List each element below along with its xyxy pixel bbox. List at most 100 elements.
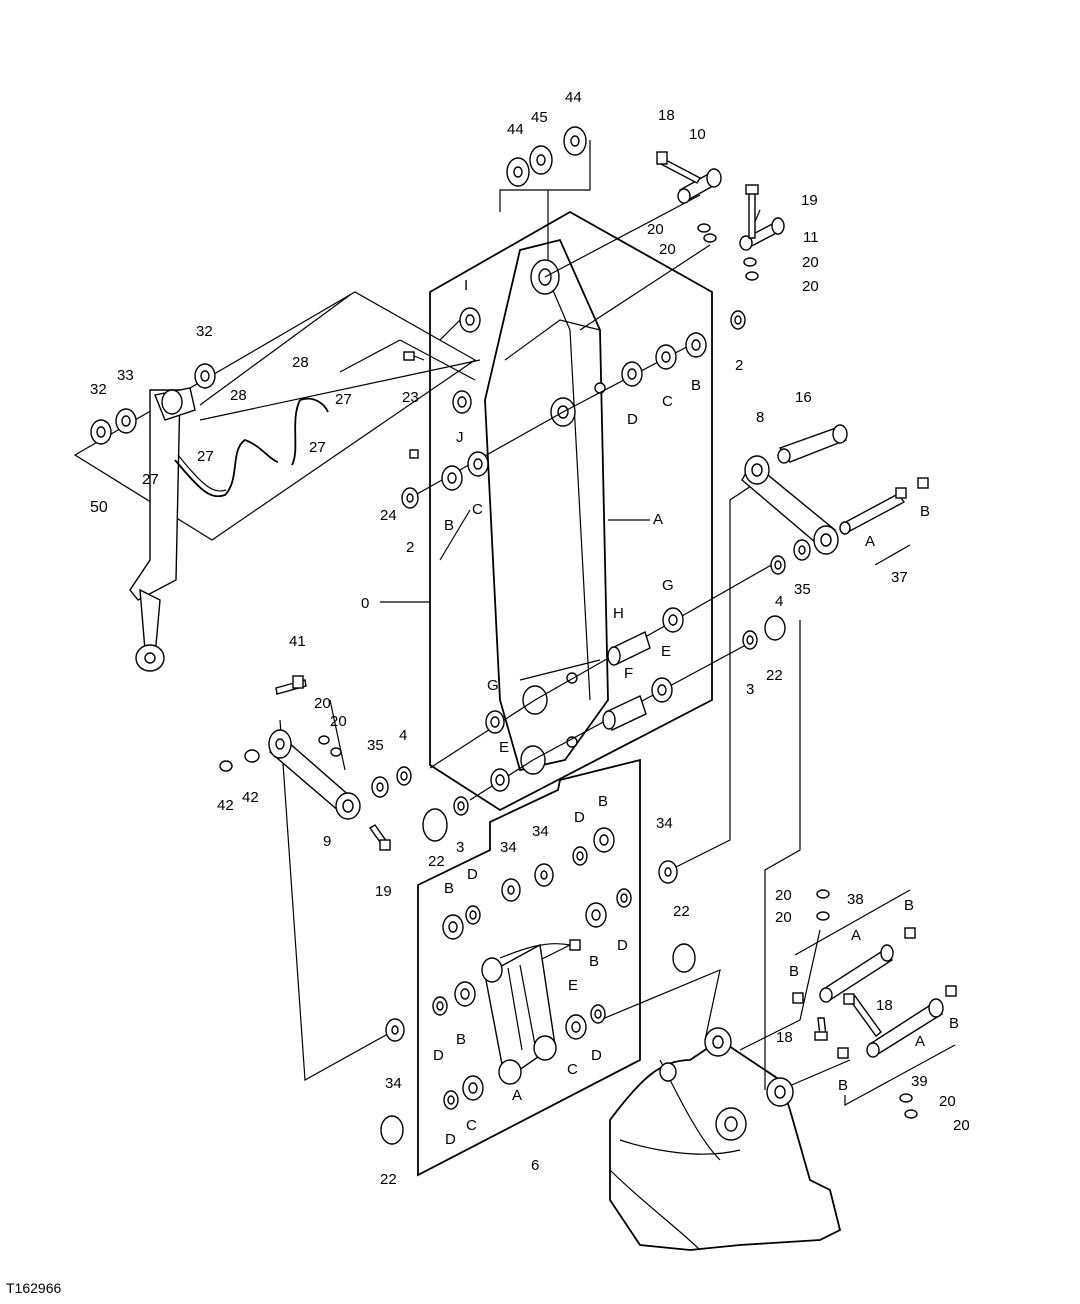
pin-39 (837, 985, 957, 1059)
figure-id: T162966 (6, 1280, 62, 1296)
link-9 (268, 729, 361, 820)
washers-35-4-lower (371, 766, 469, 842)
label-20-a: 20 (647, 221, 664, 238)
pin-38 (792, 927, 916, 1004)
label-35-lower: 35 (367, 737, 384, 754)
link-group-frame (417, 758, 641, 1177)
washers-32-33 (90, 363, 216, 445)
label-4-lower: 4 (399, 727, 407, 744)
label-B-38-left: B (789, 963, 799, 980)
label-23: 23 (402, 389, 419, 406)
label-28-b: 28 (292, 354, 309, 371)
bucket (609, 1027, 842, 1251)
label-27-b: 27 (197, 448, 214, 465)
label-0: 0 (361, 595, 369, 612)
label-B-left: B (444, 517, 454, 534)
washer-45 (529, 145, 553, 175)
label-B-37: B (920, 503, 930, 520)
bushing-J (452, 390, 472, 414)
bushing-I (459, 307, 481, 333)
label-A-arm: A (653, 511, 663, 528)
label-C-link-bottom: C (466, 1117, 477, 1134)
label-50: 50 (90, 499, 108, 516)
link-8 (741, 455, 839, 555)
fitting-24 (409, 449, 419, 459)
label-33: 33 (117, 367, 134, 384)
bushings-lower-arm (485, 539, 811, 792)
bolt-19-lower (368, 824, 391, 851)
label-3-right: 3 (746, 681, 754, 698)
label-I: I (464, 277, 468, 294)
label-32-b: 32 (90, 381, 107, 398)
label-6: 6 (531, 1157, 539, 1174)
label-C-link-right: C (567, 1061, 578, 1078)
link-6-body (481, 939, 581, 1085)
label-F: F (624, 665, 633, 682)
pin-37 (839, 477, 929, 535)
label-E-right: E (661, 643, 671, 660)
bolts-18-lower (814, 993, 882, 1041)
label-B-39-left: B (838, 1077, 848, 1094)
label-B-38-right: B (904, 897, 914, 914)
label-20-b: 20 (659, 241, 676, 258)
pin-16 (777, 424, 848, 464)
cylinder-50 (129, 387, 196, 672)
label-27-d: 27 (142, 471, 159, 488)
label-18-c: 18 (776, 1029, 793, 1046)
label-B-mid: B (589, 953, 599, 970)
label-34-b: 34 (532, 823, 549, 840)
label-B-group: B (444, 880, 454, 897)
label-20-h: 20 (775, 909, 792, 926)
nuts-20-lower (816, 889, 918, 1119)
bushings-left-middle (401, 451, 489, 509)
label-35-right: 35 (794, 581, 811, 598)
label-C-right: C (662, 393, 673, 410)
label-42-a: 42 (217, 797, 234, 814)
label-D-group: D (467, 866, 478, 883)
label-22-link: 22 (673, 903, 690, 920)
label-19-lower: 19 (375, 883, 392, 900)
hose-28-a (174, 439, 279, 498)
label-8: 8 (756, 409, 764, 426)
label-20-j: 20 (953, 1117, 970, 1134)
label-B-right: B (691, 377, 701, 394)
label-D-top: D (574, 809, 585, 826)
label-10: 10 (689, 126, 706, 143)
label-D-right: D (627, 411, 638, 428)
pin-10 (677, 168, 722, 204)
label-28-a: 28 (230, 387, 247, 404)
label-39: 39 (911, 1073, 928, 1090)
label-45: 45 (531, 109, 548, 126)
arm-frame (429, 210, 713, 812)
pin-11 (739, 217, 785, 251)
label-41: 41 (289, 633, 306, 650)
label-34-c: 34 (656, 815, 673, 832)
washer-44-b (563, 126, 587, 156)
washer-44-a (506, 157, 530, 187)
label-44-a: 44 (507, 121, 524, 138)
label-E-lower: E (499, 739, 509, 756)
label-38: 38 (847, 891, 864, 908)
label-34-a: 34 (500, 839, 517, 856)
label-D-link-left: D (433, 1047, 444, 1064)
label-2-right: 2 (735, 357, 743, 374)
label-20-g: 20 (775, 887, 792, 904)
bushings-right-upper (621, 310, 746, 387)
label-27-a: 27 (335, 391, 352, 408)
label-20-i: 20 (939, 1093, 956, 1110)
label-E-link: E (568, 977, 578, 994)
label-C-left: C (472, 501, 483, 518)
label-42-b: 42 (242, 789, 259, 806)
leader-lines (199, 140, 956, 1107)
bolt-19-top (745, 184, 759, 239)
fitting-23 (403, 351, 425, 361)
nuts-20-top (697, 223, 759, 281)
label-B-link-left: B (456, 1031, 466, 1048)
hose-28-b (291, 397, 329, 466)
label-2-left: 2 (406, 539, 414, 556)
nuts-42-20 (219, 735, 342, 772)
label-H: H (613, 605, 624, 622)
bolt-41 (275, 675, 307, 695)
label-20-c: 20 (802, 254, 819, 271)
